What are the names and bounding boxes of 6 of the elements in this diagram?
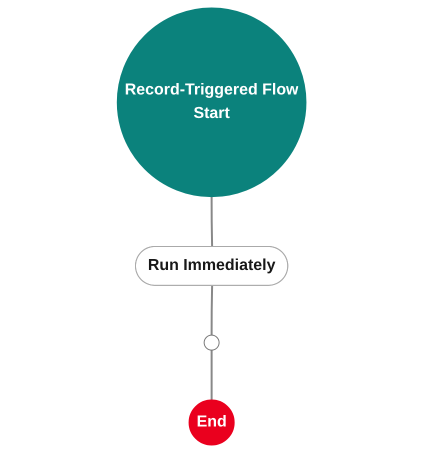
- node-circle: End: [188, 399, 235, 446]
- connector: [210, 196, 213, 247]
- node-circle: Record-Triggered Flow Start: [116, 7, 306, 198]
- node-circle: [204, 334, 220, 351]
- connector: [210, 286, 213, 336]
- connector: [210, 350, 212, 400]
